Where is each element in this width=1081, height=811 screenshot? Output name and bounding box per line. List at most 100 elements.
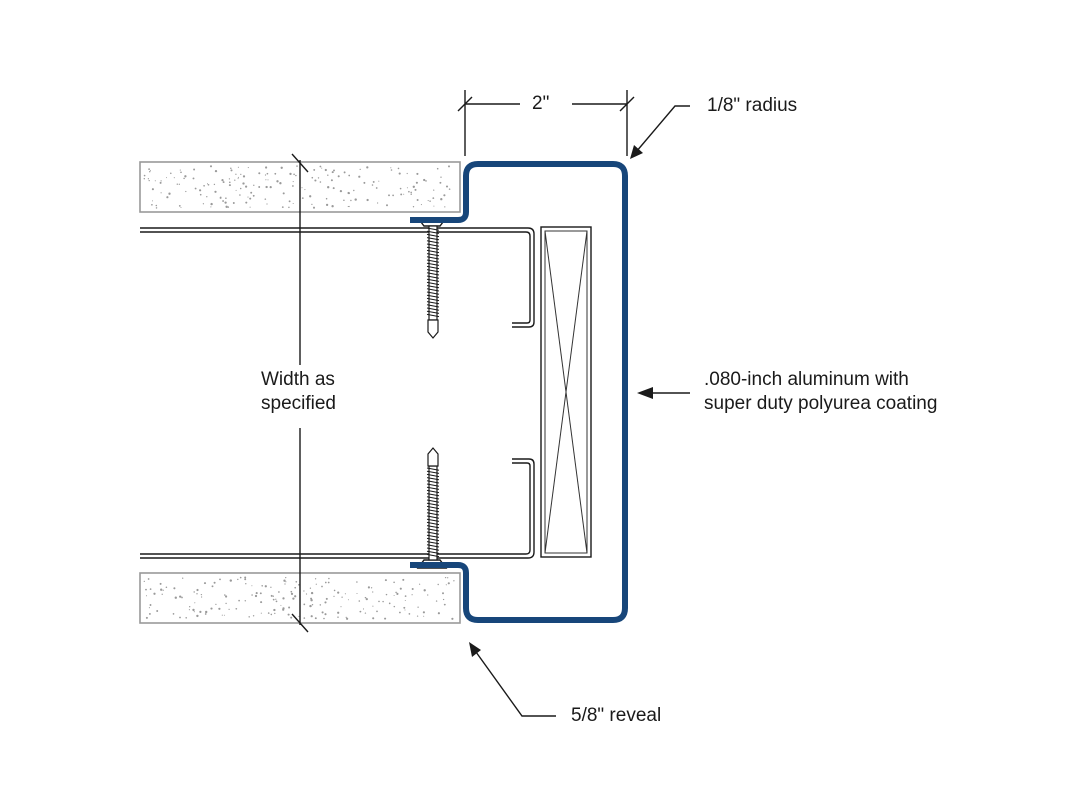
gypsum-texture-speck (301, 197, 304, 199)
gypsum-texture-speck (173, 587, 176, 590)
gypsum-texture-speck (264, 174, 267, 176)
gypsum-texture-speck (443, 603, 446, 606)
gypsum-texture-speck (199, 610, 202, 614)
aluminum-trim-profile (410, 161, 628, 623)
gypsum-texture-speck (178, 183, 180, 185)
screw-thread (426, 486, 440, 490)
gypsum-texture-speck (303, 590, 305, 592)
gypsum-texture-speck (439, 181, 442, 184)
gypsum-texture-speck (275, 598, 277, 600)
screw-thread (426, 489, 440, 494)
gypsum-texture-speck (253, 184, 255, 186)
gypsum-texture-speck (325, 197, 328, 200)
gypsum-texture-speck (230, 169, 233, 172)
gypsum-texture-speck (442, 592, 444, 595)
gypsum-texture-speck (242, 182, 245, 185)
gypsum-texture-speck (179, 595, 182, 598)
gypsum-texture-speck (267, 179, 269, 181)
gypsum-texture-speck (207, 183, 210, 186)
gypsum-texture-speck (250, 191, 253, 194)
gypsum-texture-speck (180, 206, 182, 209)
gypsum-texture-speck (235, 173, 237, 175)
gypsum-texture-speck (372, 605, 374, 607)
gypsum-texture-speck (264, 198, 267, 200)
gypsum-texture-speck (151, 200, 154, 202)
gypsum-texture-speck (282, 597, 285, 600)
gypsum-texture-speck (371, 184, 374, 186)
gypsum-texture-speck (327, 186, 330, 189)
gypsum-texture-speck (227, 206, 230, 208)
gypsum-texture-speck (376, 610, 378, 613)
screw-top (416, 217, 448, 339)
gypsum-texture-speck (410, 193, 412, 195)
gypsum-texture-speck (283, 579, 286, 582)
gypsum-texture-speck (294, 595, 297, 598)
gypsum-texture-speck (149, 604, 152, 606)
gypsum-texture-speck (422, 611, 425, 614)
gypsum-texture-speck (222, 181, 225, 184)
gypsum-texture-speck (245, 185, 248, 188)
screw-thread (426, 534, 440, 538)
gypsum-texture-speck (358, 600, 361, 602)
gypsum-texture-speck (347, 191, 350, 195)
gypsum-texture-speck (145, 616, 148, 619)
gypsum-texture-speck (276, 180, 279, 183)
gypsum-texture-speck (370, 587, 373, 589)
screw-thread (426, 537, 440, 542)
gypsum-texture-speck (403, 606, 406, 609)
screw-thread (426, 470, 440, 474)
gypsum-texture-speck (237, 178, 239, 180)
gypsum-texture-speck (147, 578, 150, 580)
gypsum-texture-speck (388, 602, 391, 605)
screw-thread (426, 253, 440, 257)
reveal-leader (469, 642, 556, 717)
gypsum-texture-speck (400, 193, 403, 196)
gypsum-texture-speck (423, 178, 426, 182)
gypsum-texture-speck (180, 171, 182, 174)
screw-thread (426, 525, 440, 529)
gypsum-texture-speck (325, 597, 328, 600)
gypsum-texture-speck (384, 579, 387, 582)
gypsum-texture-speck (188, 609, 190, 611)
gypsum-texture-speck (296, 165, 298, 167)
gypsum-texture-speck (196, 614, 199, 618)
gypsum-texture-speck (264, 585, 267, 588)
gypsum-texture-speck (249, 197, 252, 200)
gypsum-texture-speck (225, 595, 228, 598)
gypsum-texture-speck (165, 586, 168, 588)
gypsum-texture-speck (237, 176, 239, 178)
gypsum-texture-speck (285, 576, 287, 579)
material-leader (637, 387, 690, 399)
gypsum-texture-speck (399, 587, 402, 590)
width-label-line2: specified (261, 393, 336, 414)
gypsum-texture-speck (404, 595, 407, 597)
gypsum-texture-speck (415, 181, 418, 184)
gypsum-texture-speck (221, 614, 223, 616)
gypsum-texture-speck (281, 206, 284, 208)
gypsum-texture-speck (448, 188, 451, 190)
screw-thread (426, 550, 440, 554)
gypsum-texture-speck (189, 606, 191, 608)
gypsum-texture-speck (350, 199, 352, 202)
gypsum-texture-speck (435, 600, 438, 602)
screw-thread (426, 275, 440, 279)
gypsum-texture-speck (327, 581, 330, 584)
gypsum-texture-speck (385, 593, 388, 596)
gypsum-texture-speck (209, 165, 213, 168)
gypsum-texture-speck (214, 190, 217, 193)
gypsum-texture-speck (408, 613, 411, 615)
gypsum-texture-speck (162, 589, 164, 591)
gypsum-texture-speck (151, 188, 154, 191)
gypsum-texture-speck (185, 617, 187, 619)
screw-thread (426, 294, 440, 298)
gypsum-texture-speck (444, 576, 447, 579)
gypsum-texture-speck (332, 187, 335, 190)
gypsum-texture-speck (285, 581, 287, 583)
gypsum-texture-speck (155, 204, 158, 207)
gypsum-texture-speck (266, 203, 268, 205)
gypsum-texture-speck (343, 171, 346, 174)
gypsum-texture-speck (290, 592, 294, 596)
gypsum-texture-speck (224, 594, 226, 596)
gypsum-texture-speck (269, 186, 272, 189)
gypsum-texture-speck (260, 601, 263, 604)
